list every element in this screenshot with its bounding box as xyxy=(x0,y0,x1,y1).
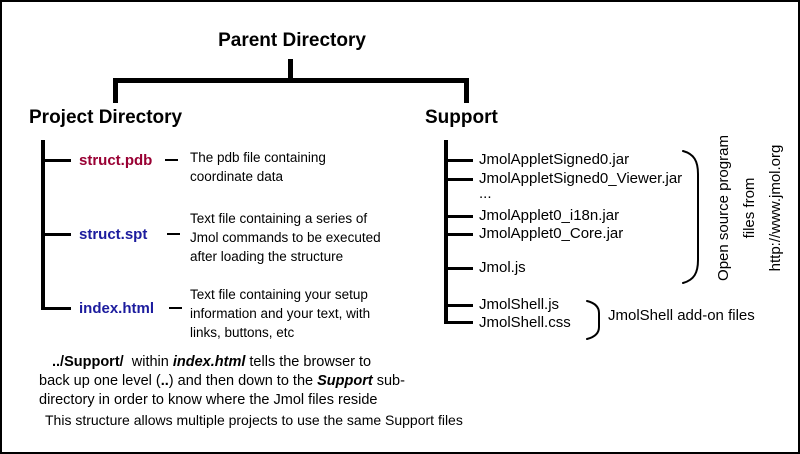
footnote: ../Support/ within index.html tells the … xyxy=(39,353,469,410)
parent-directory-title: Parent Directory xyxy=(218,30,366,51)
footnote-segment: ../Support/ xyxy=(52,354,124,370)
addon-files-label: JmolShell add-on files xyxy=(608,307,755,324)
right-tree-branch-line xyxy=(444,304,473,307)
left-tree-branch-line xyxy=(41,233,71,236)
title-stub-line xyxy=(288,59,293,79)
file-description-struct-spt: Text file containing a series of Jmol co… xyxy=(190,211,381,264)
dash-connector xyxy=(167,233,180,235)
right-tree-trunk-line xyxy=(444,140,448,324)
support-file-item: Jmol.js xyxy=(479,259,526,276)
footnote-segment: index.html xyxy=(172,354,246,370)
file-label-struct-pdb: struct.pdb xyxy=(79,152,153,169)
footnote-segment: ) and then down to the xyxy=(168,373,318,389)
left-tree-branch-line xyxy=(41,307,71,310)
footnote-line: back up one level (..) and then down to … xyxy=(39,372,469,391)
file-description-index-html: Text file containing your setup informat… xyxy=(190,287,371,340)
support-file-item: JmolShell.css xyxy=(479,314,571,331)
file-description-struct-pdb: The pdb file containing coordinate data xyxy=(190,150,326,184)
addon-bracket-icon xyxy=(586,299,606,341)
right-tree-branch-line xyxy=(444,178,473,181)
footnote-segment: directory in order to know where the Jmo… xyxy=(39,392,378,408)
dash-connector xyxy=(169,307,182,309)
right-tree-branch-line xyxy=(444,267,473,270)
footnote-segment: Support xyxy=(317,373,373,389)
open-source-bracket-icon xyxy=(682,149,704,285)
support-file-item: JmolShell.js xyxy=(479,296,560,313)
closing-note: This structure allows multiple projects … xyxy=(45,412,463,428)
right-tree-branch-line xyxy=(444,159,473,162)
left-tree-branch-line xyxy=(41,159,71,162)
footnote-line: directory in order to know where the Jmo… xyxy=(39,391,469,410)
project-directory-heading: Project Directory xyxy=(29,107,183,128)
dash-connector xyxy=(165,159,178,161)
left-stub-line xyxy=(113,78,118,103)
footnote-segment: sub- xyxy=(372,373,405,389)
file-label-index-html: index.html xyxy=(79,300,155,317)
support-file-item: JmolAppletSigned0_Viewer.jar xyxy=(479,170,683,187)
right-stub-line xyxy=(464,78,469,103)
footnote-segment: .. xyxy=(160,373,169,389)
support-heading: Support xyxy=(425,107,498,128)
support-file-item: JmolApplet0_i18n.jar xyxy=(479,207,620,224)
open-source-label: Open source program files from http://ww… xyxy=(715,135,784,281)
support-file-ellipsis: ... xyxy=(479,185,492,202)
right-tree-branch-line xyxy=(444,233,473,236)
horizontal-connector-line xyxy=(113,78,469,83)
right-tree-branch-line xyxy=(444,321,473,324)
footnote-segment: tells the browser to xyxy=(245,354,372,370)
footnote-line: ../Support/ within index.html tells the … xyxy=(39,353,469,372)
right-tree-branch-line xyxy=(444,215,473,218)
left-tree-trunk-line xyxy=(41,140,45,310)
footnote-segment: back up one level ( xyxy=(39,373,161,389)
file-label-struct-spt: struct.spt xyxy=(79,226,148,243)
support-file-item: JmolAppletSigned0.jar xyxy=(479,151,630,168)
footnote-segment: within xyxy=(123,354,173,370)
support-file-item: JmolApplet0_Core.jar xyxy=(479,225,624,242)
